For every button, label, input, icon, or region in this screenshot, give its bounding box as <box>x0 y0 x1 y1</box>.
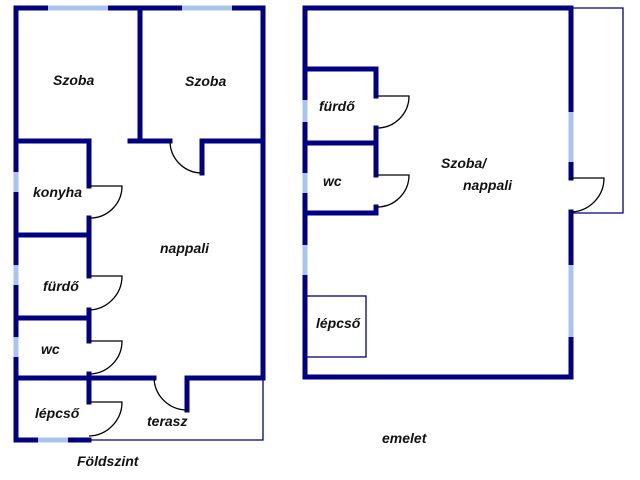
balcony-outline <box>571 7 624 214</box>
room-label-nappali: nappali <box>160 240 210 256</box>
room-label-konyha: konyha <box>33 184 83 200</box>
upper-floor-title: emelet <box>382 430 427 446</box>
upper-floor-doors <box>375 95 605 213</box>
ground-floor-doors <box>88 140 203 437</box>
terrace-outline <box>89 378 264 441</box>
room-label-wc: wc <box>41 341 60 357</box>
room-label-upper-lepcso: lépcső <box>316 315 361 331</box>
room-label-szoba-1: Szoba <box>53 72 95 88</box>
stair-outline <box>304 295 367 358</box>
room-label-szoba-nappali-1: Szoba/ <box>441 155 487 171</box>
upper-floor-windows <box>302 100 574 337</box>
ground-floor-windows <box>13 5 232 443</box>
room-label-furdo: fürdő <box>43 278 79 294</box>
room-label-szoba-2: Szoba <box>185 73 227 89</box>
ground-floor-walls <box>13 5 266 443</box>
ground-floor-title: Földszint <box>77 453 139 469</box>
room-label-terasz: terasz <box>147 413 188 429</box>
room-label-lepcso: lépcső <box>35 405 80 421</box>
room-label-upper-wc: wc <box>323 173 342 189</box>
room-label-szoba-nappali-2: nappali <box>463 177 513 193</box>
room-label-upper-furdo: fürdő <box>319 98 355 114</box>
